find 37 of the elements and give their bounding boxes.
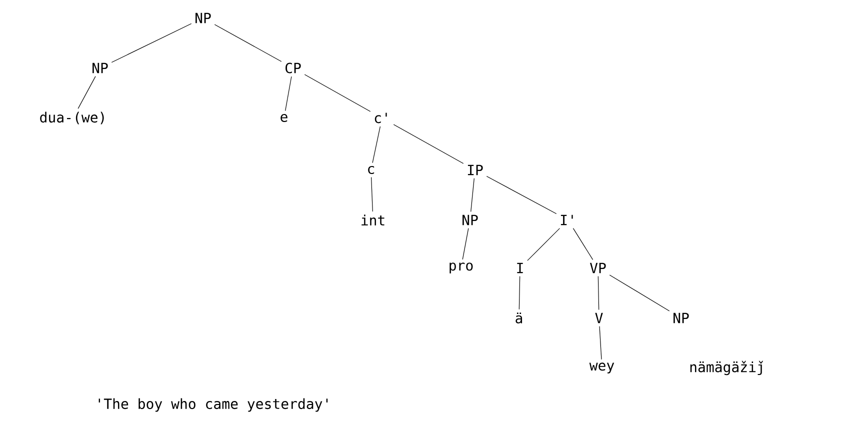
- tree-label: NP: [92, 62, 108, 74]
- tree-label: IP: [468, 164, 483, 176]
- branch-line: [111, 23, 192, 63]
- tree-label: c': [374, 112, 387, 124]
- branch-line: [393, 124, 464, 164]
- tree-label: NP: [462, 214, 478, 226]
- caption: 'The boy who came yesterday': [98, 398, 328, 412]
- tree-label: dua-(we): [40, 112, 104, 124]
- branch-line: [598, 276, 600, 310]
- tree-label: int: [362, 214, 384, 226]
- tree-label: CP: [286, 62, 301, 74]
- branch-line: [609, 274, 670, 312]
- tree-label: I: [517, 262, 523, 274]
- tree-label: NP: [674, 312, 689, 324]
- branch-line: [462, 228, 469, 260]
- branch-line: [470, 178, 474, 212]
- tree-label: e: [280, 114, 288, 122]
- tree-label: c: [368, 166, 374, 174]
- branch-line: [285, 76, 292, 112]
- branch-line: [599, 326, 602, 360]
- tree-label: I': [560, 214, 573, 226]
- tree-label: wey: [589, 362, 614, 374]
- tree-label: VP: [590, 262, 606, 274]
- tree-label: ä: [516, 312, 522, 324]
- branch-line: [572, 228, 594, 260]
- branch-line: [214, 24, 282, 62]
- branch-line: [78, 76, 96, 109]
- branch-line: [371, 176, 373, 212]
- branch-line: [486, 176, 557, 214]
- branch-line: [527, 228, 560, 261]
- tree-label: V: [595, 312, 603, 324]
- tree-label: NP: [196, 12, 211, 24]
- branch-line: [304, 74, 371, 112]
- tree-label: nämägäžiǰ: [690, 360, 764, 376]
- tree-label: pro: [450, 262, 473, 274]
- branch-line: [372, 126, 381, 164]
- branch-line: [518, 276, 520, 310]
